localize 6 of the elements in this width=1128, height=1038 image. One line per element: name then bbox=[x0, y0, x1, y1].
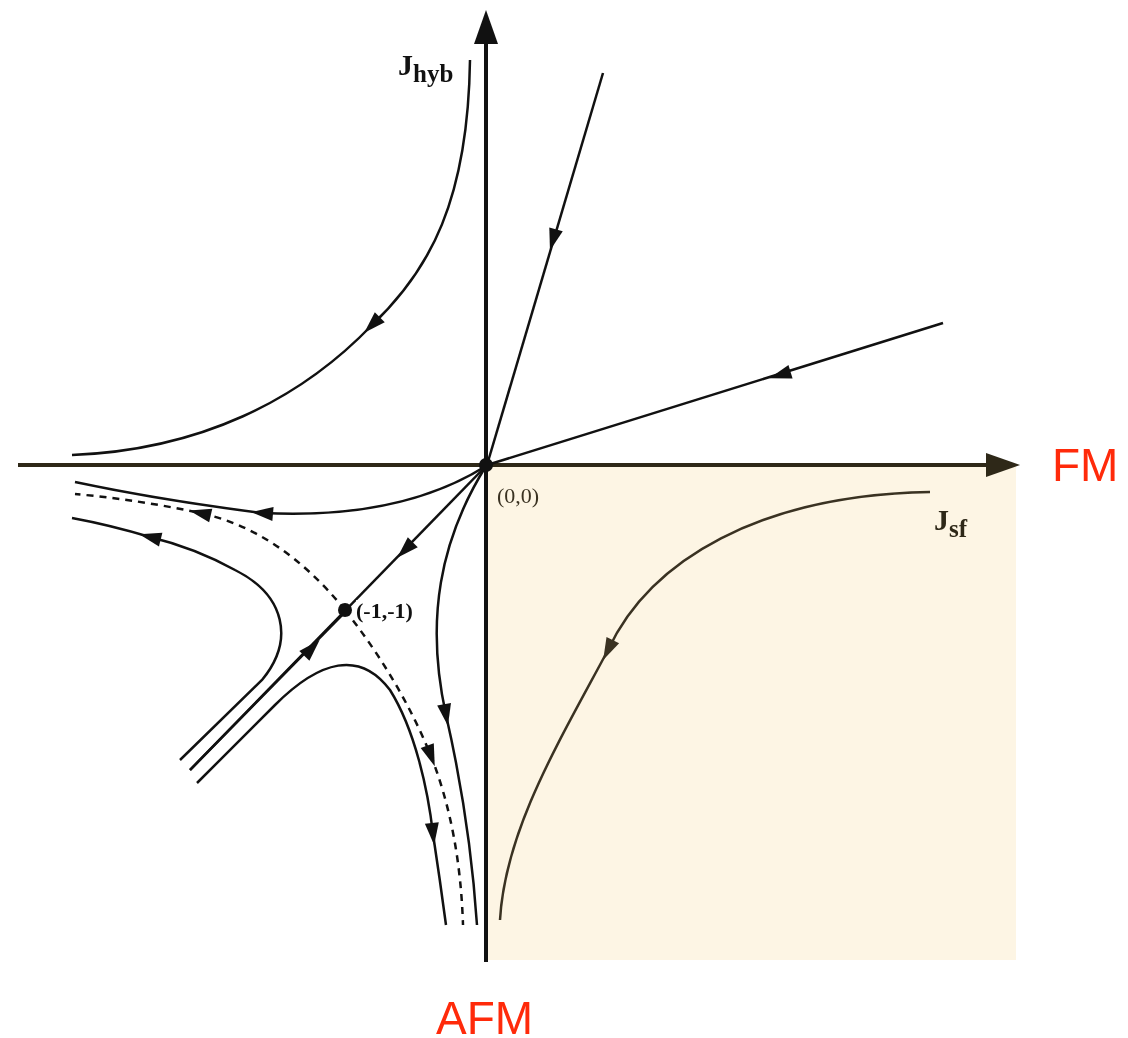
axis-label: J$_{hyb}$ bbox=[398, 50, 454, 86]
phase-label: AFM bbox=[436, 995, 534, 1038]
phase-label: FM bbox=[1052, 442, 1119, 488]
coordinate-label: (-1,-1) bbox=[356, 600, 413, 622]
coordinate-label: (0,0) bbox=[497, 485, 540, 507]
axis-label: J$_{sf}$ bbox=[934, 505, 968, 541]
